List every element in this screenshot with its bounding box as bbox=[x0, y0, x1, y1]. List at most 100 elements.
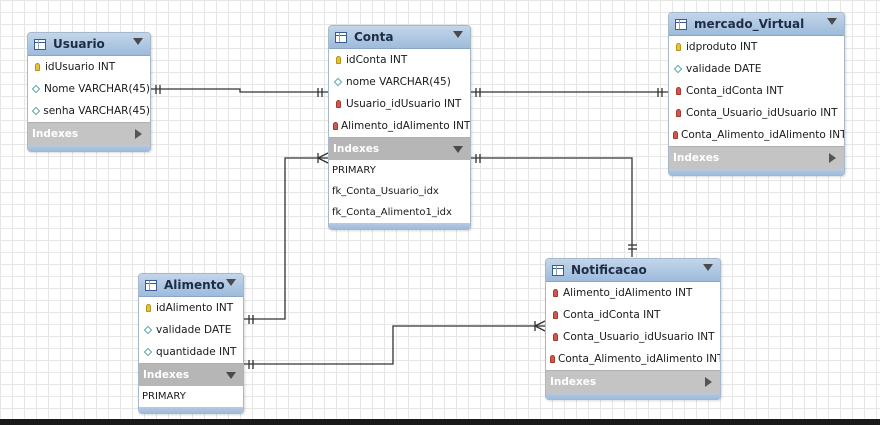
table-title: Notificacao bbox=[571, 263, 647, 277]
column-row[interactable]: validade DATE bbox=[669, 58, 844, 80]
indexes-label: Indexes bbox=[32, 128, 79, 140]
table-icon bbox=[552, 264, 564, 276]
foreign-key-icon bbox=[333, 122, 338, 130]
column-label: Conta_Usuario_idUsuario INT bbox=[686, 107, 838, 119]
column-label: senha VARCHAR(45) bbox=[43, 105, 150, 117]
primary-key-icon bbox=[333, 56, 343, 64]
column-label: validade DATE bbox=[686, 63, 762, 75]
column-row[interactable]: idproduto INT bbox=[669, 36, 844, 58]
collapse-arrow-icon[interactable] bbox=[827, 18, 837, 25]
column-row[interactable]: Conta_idConta INT bbox=[546, 304, 720, 326]
index-row[interactable]: fk_Conta_Usuario_idx bbox=[332, 186, 439, 197]
foreign-key-icon bbox=[550, 311, 560, 319]
column-row[interactable]: Conta_Alimento_idAlimento INT bbox=[669, 124, 844, 146]
indexes-header[interactable]: Indexes bbox=[546, 370, 720, 393]
column-row[interactable]: idUsuario INT bbox=[28, 56, 150, 78]
table-header[interactable]: Usuario bbox=[28, 33, 150, 56]
column-label: Conta_idConta INT bbox=[563, 309, 661, 321]
foreign-key-icon bbox=[333, 100, 343, 108]
column-icon bbox=[31, 106, 41, 116]
expand-arrow-icon[interactable] bbox=[705, 377, 712, 387]
column-row[interactable]: nome VARCHAR(45) bbox=[329, 71, 470, 93]
relationship-usuario-conta bbox=[150, 88, 328, 93]
column-row[interactable]: Conta_Usuario_idUsuario INT bbox=[669, 102, 844, 124]
foreign-key-icon bbox=[673, 87, 683, 95]
column-row[interactable]: idConta INT bbox=[329, 49, 470, 71]
column-label: Conta_Alimento_idAlimento INT bbox=[558, 353, 721, 365]
column-row[interactable]: Alimento_idAlimento INT bbox=[329, 115, 470, 137]
primary-key-icon bbox=[673, 43, 683, 51]
table-footer bbox=[546, 393, 720, 399]
table-alimento[interactable]: Alimento idAlimento INT validade DATE qu… bbox=[138, 273, 244, 414]
expand-arrow-icon[interactable] bbox=[135, 129, 142, 139]
table-conta[interactable]: Conta idConta INT nome VARCHAR(45) Usuar… bbox=[328, 25, 471, 230]
table-footer bbox=[139, 407, 243, 413]
collapse-arrow-icon[interactable] bbox=[703, 264, 713, 271]
collapse-arrow-icon[interactable] bbox=[453, 31, 463, 38]
column-label: Conta_Usuario_idUsuario INT bbox=[563, 331, 715, 343]
index-row[interactable]: PRIMARY bbox=[142, 391, 186, 402]
column-row[interactable]: validade DATE bbox=[139, 319, 243, 341]
table-footer bbox=[28, 145, 150, 151]
column-label: idUsuario INT bbox=[45, 61, 116, 73]
table-notificacao[interactable]: Notificacao Alimento_idAlimento INT Cont… bbox=[545, 258, 721, 400]
column-row[interactable]: Alimento_idAlimento INT bbox=[546, 282, 720, 304]
table-title: Alimento bbox=[164, 278, 225, 292]
foreign-key-icon bbox=[673, 109, 683, 117]
primary-key-icon bbox=[32, 63, 42, 71]
indexes-header[interactable]: Indexes bbox=[669, 146, 844, 169]
index-row[interactable]: PRIMARY bbox=[332, 165, 376, 176]
column-row[interactable]: Conta_idConta INT bbox=[669, 80, 844, 102]
column-label: Conta_idConta INT bbox=[686, 85, 784, 97]
table-usuario[interactable]: Usuario idUsuario INT Nome VARCHAR(45) s… bbox=[27, 32, 151, 152]
collapse-arrow-icon[interactable] bbox=[226, 279, 236, 286]
column-label: Alimento_idAlimento INT bbox=[563, 287, 693, 299]
table-header[interactable]: mercado_Virtual bbox=[669, 13, 844, 36]
table-icon bbox=[145, 279, 157, 291]
column-label: Usuario_idUsuario INT bbox=[346, 98, 462, 110]
foreign-key-icon bbox=[550, 355, 555, 363]
indexes-label: Indexes bbox=[673, 152, 720, 164]
indexes-label: Indexes bbox=[550, 376, 597, 388]
indexes-header[interactable]: Indexes bbox=[28, 122, 150, 145]
column-row[interactable]: Usuario_idUsuario INT bbox=[329, 93, 470, 115]
primary-key-icon bbox=[143, 304, 153, 312]
collapse-arrow-icon[interactable] bbox=[226, 372, 236, 379]
expand-arrow-icon[interactable] bbox=[829, 153, 836, 163]
indexes-header[interactable]: Indexes bbox=[139, 363, 243, 386]
foreign-key-icon bbox=[550, 333, 560, 341]
table-footer bbox=[669, 169, 844, 175]
table-header[interactable]: Alimento bbox=[139, 274, 243, 297]
column-label: idproduto INT bbox=[686, 41, 758, 53]
table-title: Conta bbox=[354, 30, 394, 44]
column-row[interactable]: senha VARCHAR(45) bbox=[28, 100, 150, 122]
column-row[interactable]: Conta_Usuario_idUsuario INT bbox=[546, 326, 720, 348]
column-icon bbox=[143, 325, 153, 335]
indexes-header[interactable]: Indexes bbox=[329, 137, 470, 160]
table-title: mercado_Virtual bbox=[694, 17, 805, 31]
table-footer bbox=[329, 223, 470, 229]
column-label: idConta INT bbox=[346, 54, 408, 66]
column-row[interactable]: Nome VARCHAR(45) bbox=[28, 78, 150, 100]
bottom-border-bar bbox=[0, 419, 880, 425]
relationship-conta-notificacao bbox=[470, 157, 633, 257]
index-row[interactable]: fk_Conta_Alimento1_idx bbox=[332, 207, 452, 218]
column-label: Conta_Alimento_idAlimento INT bbox=[681, 129, 845, 141]
table-mercado-virtual[interactable]: mercado_Virtual idproduto INT validade D… bbox=[668, 12, 845, 176]
column-row[interactable]: quantidade INT bbox=[139, 341, 243, 363]
column-label: Nome VARCHAR(45) bbox=[43, 83, 150, 95]
column-icon bbox=[333, 77, 343, 87]
column-label: nome VARCHAR(45) bbox=[346, 76, 451, 88]
table-header[interactable]: Conta bbox=[329, 26, 470, 49]
indexes-label: Indexes bbox=[333, 143, 380, 155]
table-title: Usuario bbox=[53, 37, 105, 51]
column-row[interactable]: Conta_Alimento_idAlimento INT bbox=[546, 348, 720, 370]
column-icon bbox=[143, 347, 153, 357]
table-header[interactable]: Notificacao bbox=[546, 259, 720, 282]
collapse-arrow-icon[interactable] bbox=[453, 146, 463, 153]
collapse-arrow-icon[interactable] bbox=[133, 38, 143, 45]
table-icon bbox=[34, 38, 46, 50]
column-row[interactable]: idAlimento INT bbox=[139, 297, 243, 319]
column-label: Alimento_idAlimento INT bbox=[341, 120, 471, 132]
